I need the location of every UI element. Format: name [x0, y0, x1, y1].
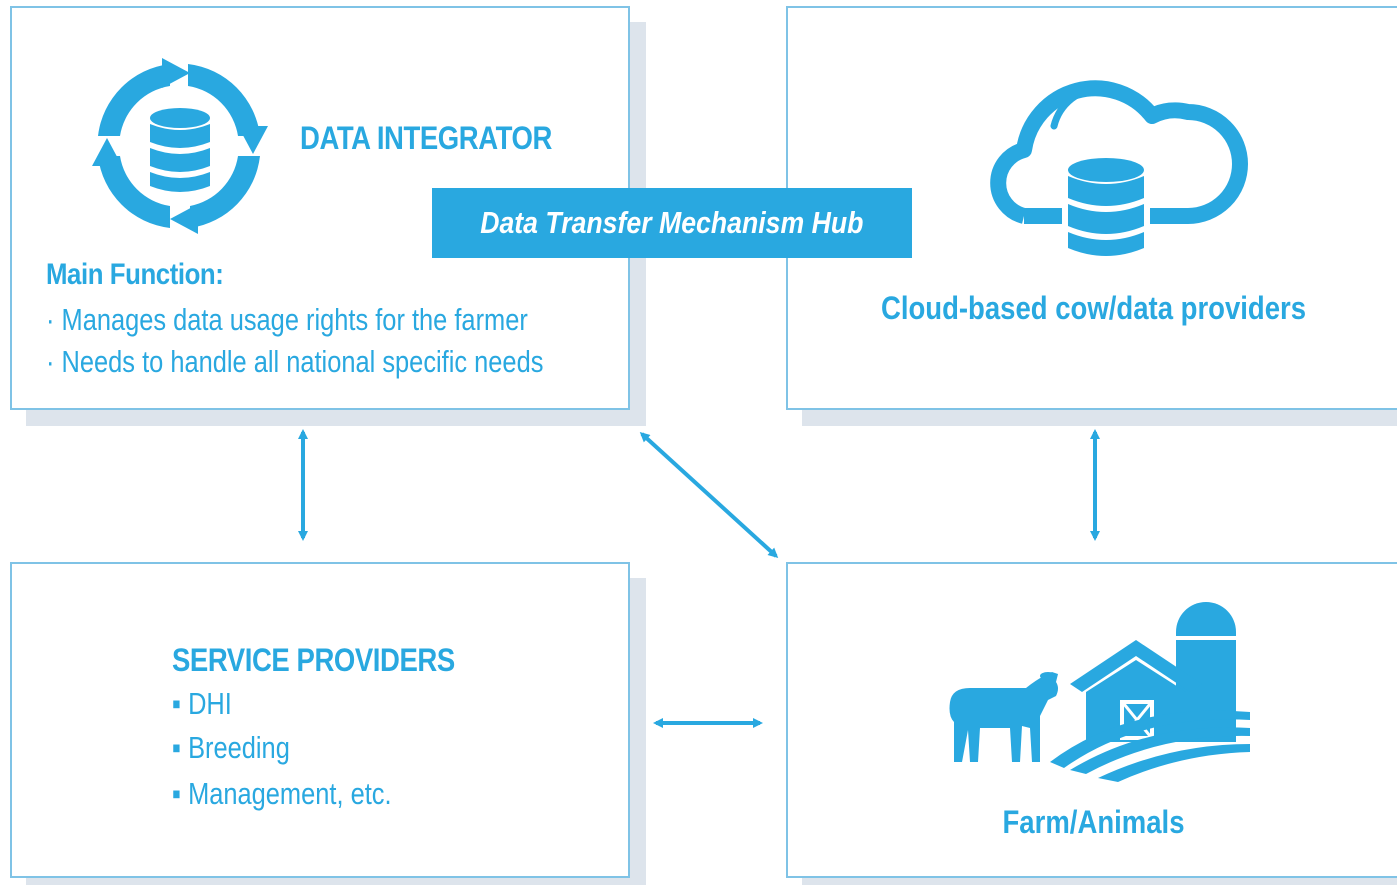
service-provider-item: ▪ Management, etc. [172, 776, 392, 811]
data-integrator-title: DATA INTEGRATOR [300, 120, 552, 156]
data-integrator-box: DATA INTEGRATOR Main Function: · Manages… [10, 6, 630, 410]
database-sync-icon [92, 58, 268, 234]
farm-animals-box: Farm/Animals [786, 562, 1397, 878]
service-provider-item: ▪ DHI [172, 686, 232, 721]
farm-cow-icon [949, 602, 1250, 782]
service-provider-item: ▪ Breeding [172, 730, 290, 765]
service-providers-box: SERVICE PROVIDERS ▪ DHI ▪ Breeding ▪ Man… [10, 562, 630, 878]
main-function-label: Main Function: [46, 258, 224, 291]
arrow-integrator-farm [639, 431, 779, 559]
service-providers-title: SERVICE PROVIDERS [172, 642, 455, 678]
data-transfer-hub-banner: Data Transfer Mechanism Hub [432, 188, 912, 258]
hub-label: Data Transfer Mechanism Hub [480, 205, 864, 240]
main-function-bullet: · Manages data usage rights for the farm… [46, 302, 528, 337]
farm-animals-title: Farm/Animals [1002, 804, 1185, 840]
cloud-database-icon [990, 80, 1248, 256]
cloud-providers-title: Cloud-based cow/data providers [880, 290, 1307, 326]
main-function-bullet: · Needs to handle all national specific … [46, 344, 544, 379]
